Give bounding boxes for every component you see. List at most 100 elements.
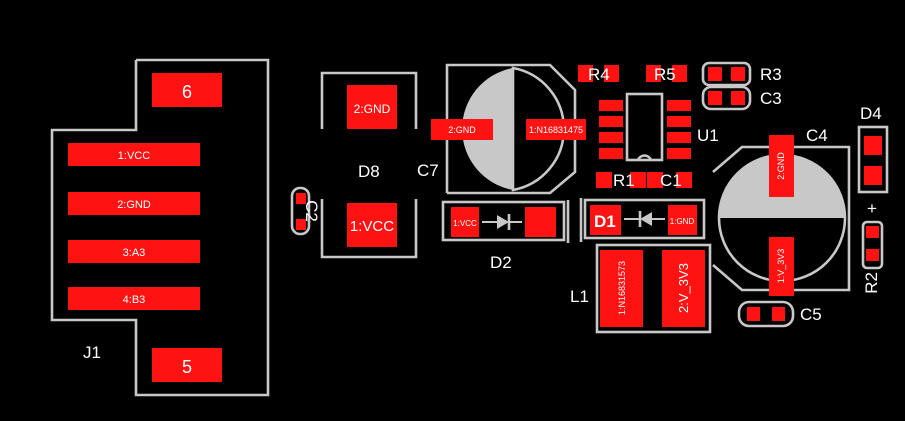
- c7-pad-2[interactable]: [431, 119, 493, 140]
- d8-ref: D8: [358, 162, 380, 181]
- r2-pad-1[interactable]: [866, 226, 879, 238]
- r5-pad-2[interactable]: [672, 65, 687, 82]
- d1-pad-1[interactable]: [668, 205, 697, 235]
- r3-pad-2[interactable]: [731, 67, 745, 81]
- connector-j1[interactable]: 6 1:VCC 2:GND 3:A3 4:B3 5 J1: [50, 58, 270, 397]
- c5-pad-2[interactable]: [772, 307, 785, 321]
- r4-pad-1[interactable]: [578, 65, 593, 82]
- j1-pad-4[interactable]: [68, 287, 200, 310]
- c4-pad-1[interactable]: [769, 237, 794, 296]
- d4-ref: D4: [860, 104, 882, 123]
- r5-pad-1[interactable]: [646, 65, 661, 82]
- c3-ref: C3: [760, 89, 782, 108]
- c7-pad-2-label: 2:GND: [448, 125, 476, 135]
- u1-pad-6[interactable]: [667, 132, 691, 143]
- u1-outline: [625, 92, 664, 162]
- d8-pad-2[interactable]: [347, 85, 397, 129]
- d8-pad-1[interactable]: [347, 203, 397, 247]
- u1-pad-1[interactable]: [599, 100, 623, 111]
- capacitor-c7[interactable]: 2:GND 1:N16831475 C7: [417, 63, 586, 195]
- j1-pad-2-label: 2:GND: [117, 199, 151, 211]
- c3-pad-2[interactable]: [731, 91, 745, 105]
- j1-pad-1-label: 1:VCC: [118, 150, 150, 162]
- u1-pad-2[interactable]: [599, 116, 623, 127]
- d8-outline-bottom: [320, 199, 418, 259]
- r3-outline: [701, 61, 752, 87]
- j1-outline: [50, 58, 270, 397]
- capacitor-c3[interactable]: C3: [701, 85, 782, 111]
- c2-pad-2[interactable]: [296, 219, 306, 230]
- r4-ref: R4: [588, 65, 610, 84]
- l1-pad-2[interactable]: [662, 250, 705, 327]
- c3-pad-1[interactable]: [708, 91, 722, 105]
- r1-ref: R1: [613, 171, 635, 190]
- capacitor-c4[interactable]: 2:GND 1:V_3V3 C4: [712, 126, 851, 296]
- inductor-l1[interactable]: 1:N16831573 2:V_3V3 L1: [570, 243, 712, 334]
- diode-d1[interactable]: D1 1:GND: [579, 198, 706, 242]
- u1-pad-7[interactable]: [667, 116, 691, 127]
- c2-outline: [290, 186, 311, 236]
- r3-pad-1[interactable]: [708, 67, 722, 81]
- diode-d8[interactable]: 2:GND 1:VCC D8: [320, 71, 418, 259]
- d4-pad-2[interactable]: [864, 166, 882, 185]
- j1-pad-5[interactable]: [152, 348, 222, 382]
- c7-pad-1[interactable]: [526, 119, 586, 140]
- c5-ref: C5: [800, 305, 822, 324]
- c4-pad-2[interactable]: [769, 135, 794, 197]
- j1-ref: J1: [83, 343, 101, 362]
- d2-pad-1[interactable]: [451, 207, 479, 237]
- u1-pad-5[interactable]: [667, 148, 691, 159]
- c7-ref: C7: [417, 161, 439, 180]
- r2-outline: [861, 220, 884, 270]
- c7-outline: [445, 63, 577, 195]
- l1-pad-1-label: 1:N16831573: [617, 261, 627, 315]
- resistor-r4[interactable]: R4: [578, 65, 619, 84]
- c1-pad-2[interactable]: [676, 172, 692, 188]
- j1-pad-3[interactable]: [68, 240, 200, 263]
- c4-outline: [712, 145, 851, 292]
- c2-ref: C2: [302, 200, 321, 222]
- d8-outline-top: [320, 71, 418, 129]
- j1-pad-4-label: 4:B3: [123, 294, 146, 306]
- capacitor-c2[interactable]: C2: [290, 186, 321, 236]
- d2-outline: [441, 200, 566, 242]
- r1-pad-2[interactable]: [630, 172, 646, 188]
- led-d4[interactable]: D4: [857, 104, 889, 194]
- c4-pad-2-label: 2:GND: [776, 152, 786, 180]
- c1-ref: C1: [660, 171, 682, 190]
- ic-u1[interactable]: U1: [599, 92, 719, 162]
- u1-pad-3[interactable]: [599, 132, 623, 143]
- resistor-r1[interactable]: R1: [596, 171, 646, 190]
- j1-pad-5-label: 5: [182, 357, 192, 377]
- resistor-r5[interactable]: R5: [646, 65, 687, 84]
- resistor-r2[interactable]: + R2: [861, 199, 884, 294]
- resistor-r3[interactable]: R3: [701, 61, 782, 87]
- d1-arrow-icon: [640, 212, 652, 226]
- d2-pad-2[interactable]: [525, 207, 556, 237]
- r1-pad-1[interactable]: [596, 172, 612, 188]
- r4-pad-2[interactable]: [604, 65, 619, 82]
- capacitor-c1[interactable]: C1: [647, 171, 692, 190]
- u1-pad-4[interactable]: [599, 148, 623, 159]
- l1-pad-1[interactable]: [600, 250, 643, 327]
- j1-pad-1[interactable]: [68, 143, 200, 166]
- capacitor-c5[interactable]: C5: [737, 300, 822, 328]
- c5-pad-1[interactable]: [747, 307, 760, 321]
- j1-pad-6[interactable]: [152, 73, 222, 107]
- u1-ref: U1: [697, 126, 719, 145]
- u1-pad-8[interactable]: [667, 100, 691, 111]
- j1-pad-6-label: 6: [182, 82, 192, 102]
- d2-ref: D2: [490, 253, 512, 272]
- u1-notch: [636, 154, 653, 161]
- diode-d2[interactable]: 1:VCC D2: [441, 200, 570, 272]
- c5-outline: [737, 300, 795, 328]
- d4-pad-1[interactable]: [864, 136, 882, 155]
- d1-pad-2[interactable]: [590, 205, 621, 235]
- c1-pad-1[interactable]: [647, 172, 663, 188]
- r2-ref: R2: [862, 272, 881, 294]
- r2-pad-2[interactable]: [866, 249, 879, 261]
- l1-ref: L1: [570, 287, 589, 306]
- c2-pad-1[interactable]: [296, 193, 306, 204]
- j1-pad-2[interactable]: [68, 192, 200, 215]
